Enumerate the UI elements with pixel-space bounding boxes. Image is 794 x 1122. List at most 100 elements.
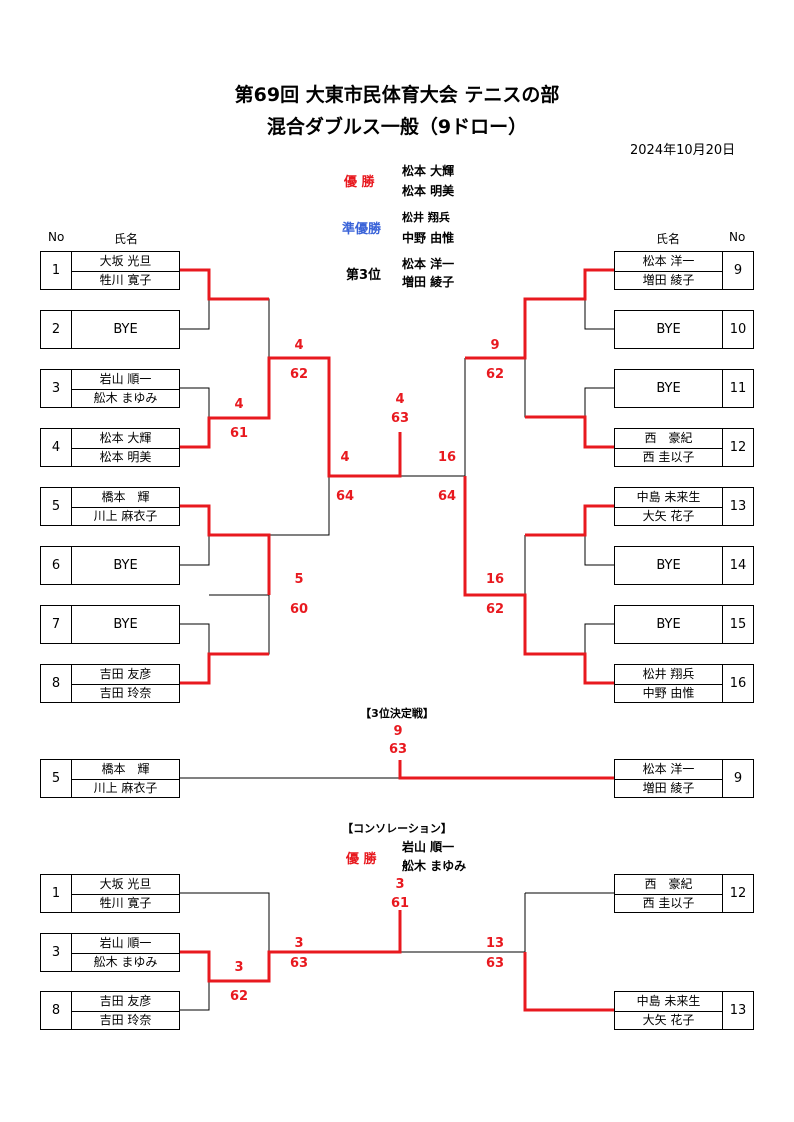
entry-no: 6	[40, 546, 72, 585]
entry-no: 8	[40, 664, 72, 703]
player-name: 中野 由惟	[642, 686, 695, 700]
player-name: 吉田 玲奈	[99, 686, 152, 700]
entry-card: 岩山 順一 舩木 まゆみ	[71, 933, 180, 972]
entry-no: 1	[40, 874, 72, 913]
entry-card: BYE	[614, 546, 723, 585]
entry-card: 松本 大輝 松本 明美	[71, 428, 180, 467]
player-name: 牲川 寛子	[99, 896, 152, 910]
page-title: 第69回 大東市民体育大会 テニスの部	[234, 84, 560, 106]
player-name: 松井 翔兵	[615, 665, 722, 685]
player-name: 舩木 まゆみ	[93, 391, 158, 405]
entry-no: 10	[722, 310, 754, 349]
runner-up-label: 準優勝	[342, 222, 382, 237]
player-name: 吉田 友彦	[72, 665, 179, 685]
entry-card: 吉田 友彦 吉田 玲奈	[71, 991, 180, 1030]
entry-no: 9	[722, 251, 754, 290]
score-winner: 16	[485, 572, 505, 587]
entry-no: 9	[722, 759, 754, 798]
entry-card: BYE	[614, 310, 723, 349]
score-winner: 13	[485, 936, 505, 951]
player-name: 大矢 花子	[642, 1013, 695, 1027]
champion-label: 優 勝	[344, 175, 375, 190]
runner-up-player-2: 中野 由惟	[402, 231, 455, 245]
third-place-label: 第3位	[346, 268, 382, 283]
entry-card: 中島 未来生 大矢 花子	[614, 991, 723, 1030]
player-name: 松本 大輝	[72, 429, 179, 449]
consolation-champion-label: 優 勝	[346, 852, 377, 867]
entry-no: 14	[722, 546, 754, 585]
entry-card: 岩山 順一 舩木 まゆみ	[71, 369, 180, 408]
score-games: 62	[229, 989, 249, 1004]
player-name: 橋本 輝	[72, 760, 179, 780]
left-no-header: No	[48, 230, 65, 244]
entry-no: 3	[40, 933, 72, 972]
player-name: 西 圭以子	[642, 450, 695, 464]
score-winner: 4	[340, 450, 350, 465]
entry-no: 12	[722, 428, 754, 467]
runner-up-player-1: 松井 翔兵	[402, 211, 450, 224]
player-name: 岩山 順一	[72, 370, 179, 390]
entry-card: 大坂 光旦 牲川 寛子	[71, 874, 180, 913]
entry-no: 1	[40, 251, 72, 290]
player-name: 吉田 友彦	[72, 992, 179, 1012]
score-winner: 9	[490, 338, 500, 353]
entry-card: 松本 洋一 増田 綾子	[614, 759, 723, 798]
entry-no: 4	[40, 428, 72, 467]
entry-no: 2	[40, 310, 72, 349]
entry-no: 13	[722, 991, 754, 1030]
entry-card: BYE	[71, 605, 180, 644]
player-name: 中島 未来生	[615, 488, 722, 508]
player-name: 川上 麻衣子	[93, 781, 158, 795]
player-name: 大矢 花子	[642, 509, 695, 523]
player-name: 増田 綾子	[642, 273, 695, 287]
score-winner: 3	[294, 936, 304, 951]
entry-card: 松井 翔兵 中野 由惟	[614, 664, 723, 703]
player-name: 川上 麻衣子	[93, 509, 158, 523]
entry-card: BYE	[614, 605, 723, 644]
score-games: 60	[289, 602, 309, 617]
bye-label: BYE	[113, 322, 138, 337]
score-games: 61	[390, 896, 410, 911]
score-games: 62	[485, 602, 505, 617]
score-games: 63	[485, 956, 505, 971]
right-no-header: No	[729, 230, 746, 244]
entry-card: 松本 洋一 増田 綾子	[614, 251, 723, 290]
third-place-player-1: 松本 洋一	[402, 257, 455, 271]
entry-card: 大坂 光旦 牲川 寛子	[71, 251, 180, 290]
entry-card: 橋本 輝 川上 麻衣子	[71, 487, 180, 526]
entry-card: 西 豪紀 西 圭以子	[614, 428, 723, 467]
score-games: 61	[229, 426, 249, 441]
player-name: 大坂 光旦	[72, 252, 179, 272]
score-games: 62	[485, 367, 505, 382]
bye-label: BYE	[656, 381, 681, 396]
player-name: 松本 洋一	[615, 760, 722, 780]
champion-player-2: 松本 明美	[402, 184, 455, 198]
entry-card: BYE	[614, 369, 723, 408]
bye-label: BYE	[656, 617, 681, 632]
entry-card: 吉田 友彦 吉田 玲奈	[71, 664, 180, 703]
event-date: 2024年10月20日	[630, 143, 736, 158]
entry-card: 中島 未来生 大矢 花子	[614, 487, 723, 526]
player-name: 松本 洋一	[615, 252, 722, 272]
player-name: 西 豪紀	[615, 875, 722, 895]
entry-no: 5	[40, 759, 72, 798]
player-name: 増田 綾子	[642, 781, 695, 795]
entry-card: 橋本 輝 川上 麻衣子	[71, 759, 180, 798]
champion-player-1: 松本 大輝	[402, 164, 455, 178]
entry-no: 8	[40, 991, 72, 1030]
player-name: 西 圭以子	[642, 896, 695, 910]
left-name-header: 氏名	[114, 232, 139, 246]
score-games: 63	[289, 956, 309, 971]
consolation-champion-player-1: 岩山 順一	[402, 840, 455, 854]
score-winner: 5	[294, 572, 304, 587]
entry-no: 13	[722, 487, 754, 526]
score-winner: 3	[234, 960, 244, 975]
score-winner: 4	[234, 397, 244, 412]
player-name: 岩山 順一	[72, 934, 179, 954]
player-name: 西 豪紀	[615, 429, 722, 449]
bye-label: BYE	[656, 558, 681, 573]
score-games: 63	[388, 742, 408, 757]
third-place-heading: 【3位決定戦】	[360, 707, 434, 720]
score-games: 64	[437, 489, 457, 504]
